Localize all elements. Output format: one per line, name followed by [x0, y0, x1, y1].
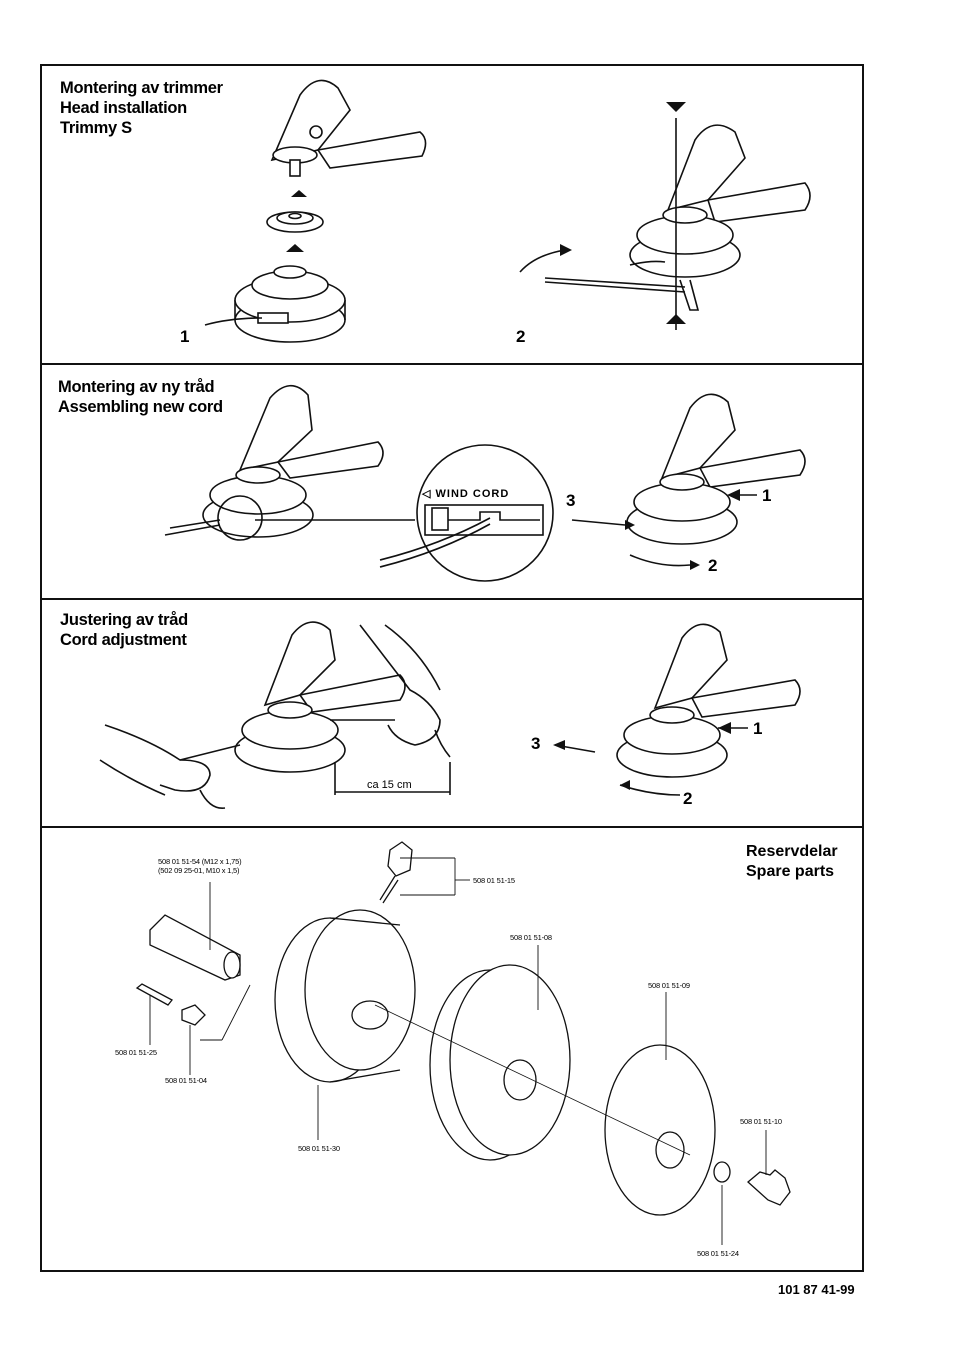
trimmer-head-cord-illustration [164, 384, 415, 541]
trimmer-shaft-illustration [270, 79, 427, 177]
spare-parts-title: Reservdelar Spare parts [746, 842, 838, 882]
arrow-up-icon [286, 244, 304, 252]
part-leader-lines [149, 857, 767, 1245]
trimmer-head-illustration [204, 265, 346, 343]
arrow-up-icon [666, 314, 686, 324]
new-cord-title-sv: Montering av ny tråd [58, 378, 215, 396]
new-cord-step-1: 1 [762, 486, 772, 505]
adjustment-title-sv: Justering av tråd [60, 611, 188, 629]
spare-parts-title-en: Spare parts [746, 863, 835, 880]
section-divider [40, 826, 864, 828]
arrow-left-icon [718, 722, 731, 734]
new-cord-step-3: 3 [566, 491, 576, 510]
part-number-25: 508 01 51-25 [115, 1048, 157, 1057]
arrow-left-icon [727, 489, 740, 501]
rotation-arrow-icon [560, 244, 572, 256]
page-frame [40, 64, 864, 1272]
wind-cord-detail-illustration [379, 444, 554, 582]
cord-length-label: ca 15 cm [367, 779, 412, 791]
installation-step-2: 2 [516, 327, 526, 346]
installation-title-en: Head installation [60, 99, 187, 117]
document-number: 101 87 41-99 [778, 1282, 855, 1297]
installation-title-sv: Montering av trimmer [60, 79, 223, 97]
arrow-up-icon [291, 190, 307, 197]
installation-title: Montering av trimmer Head installation T… [60, 78, 223, 138]
arrow-down-icon [666, 102, 686, 112]
part-number-09: 508 01 51-09 [648, 981, 690, 990]
new-cord-title: Montering av ny tråd Assembling new cord [58, 377, 223, 417]
assembled-trimmer-illustration [519, 118, 811, 330]
spare-parts-title-sv: Reservdelar [746, 843, 838, 860]
part-number-08: 508 01 51-08 [510, 933, 552, 942]
arrow-right-icon [625, 520, 635, 530]
arrow-left-icon [620, 780, 630, 790]
new-cord-title-en: Assembling new cord [58, 398, 223, 416]
wind-cord-label: ◁ WIND CORD [422, 488, 510, 500]
installation-step-1: 1 [180, 327, 190, 346]
section-divider [40, 363, 864, 365]
hands-cord-adjustment-illustration [99, 621, 451, 809]
part-number-04: 508 01 51-04 [165, 1076, 207, 1085]
trimmer-head-wind-illustration [571, 393, 806, 567]
trimmer-head-release-illustration [554, 623, 801, 796]
adjustment-step-1: 1 [753, 719, 763, 738]
part-number-15: 508 01 51-15 [473, 876, 515, 885]
arrow-left-icon [553, 740, 565, 750]
adjustment-title: Justering av tråd Cord adjustment [60, 610, 188, 650]
adjustment-step-3: 3 [531, 734, 541, 753]
new-cord-step-2: 2 [708, 556, 718, 575]
arrow-right-icon [690, 560, 700, 570]
part-number-30: 508 01 51-30 [298, 1144, 340, 1153]
spare-parts-exploded-view [135, 841, 791, 1216]
adjustment-step-2: 2 [683, 789, 693, 808]
washer-illustration [266, 211, 324, 233]
adjustment-title-en: Cord adjustment [60, 631, 187, 649]
part-number-54: 508 01 51-54 (M12 x 1,75) (502 09 25-01,… [158, 857, 242, 875]
part-number-24: 508 01 51-24 [697, 1249, 739, 1258]
model-name: Trimmy S [60, 119, 132, 137]
part-number-10: 508 01 51-10 [740, 1117, 782, 1126]
section-divider [40, 598, 864, 600]
